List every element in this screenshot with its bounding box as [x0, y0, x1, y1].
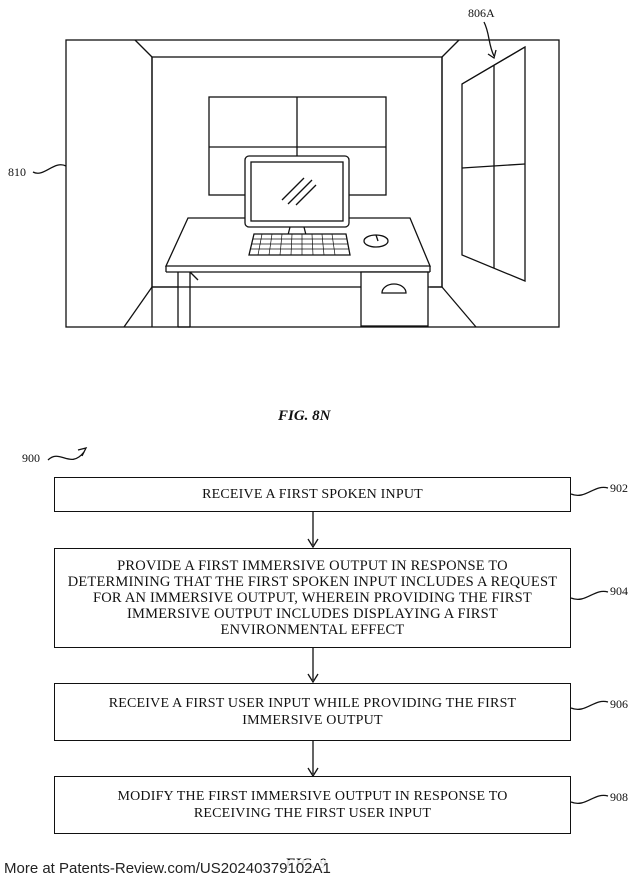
flow-step-908: MODIFY THE FIRST IMMERSIVE OUTPUT IN RES…: [54, 776, 571, 834]
ref-902: 902: [610, 481, 628, 495]
flow-step-902: RECEIVE A FIRST SPOKEN INPUT: [54, 477, 571, 512]
fig-8n-caption: FIG. 8N: [278, 408, 331, 424]
flow-step-904: PROVIDE A FIRST IMMERSIVE OUTPUT IN RESP…: [54, 548, 571, 648]
ref-908: 908: [610, 790, 628, 804]
ref-806a: 806A: [468, 6, 495, 20]
flow-step-906: RECEIVE A FIRST USER INPUT WHILE PROVIDI…: [54, 683, 571, 741]
ref-810: 810: [8, 165, 26, 179]
ref-904: 904: [610, 584, 628, 598]
patents-review-footer: More at Patents-Review.com/US20240379102…: [4, 860, 331, 877]
ref-906: 906: [610, 697, 628, 711]
ref-900: 900: [22, 451, 40, 465]
